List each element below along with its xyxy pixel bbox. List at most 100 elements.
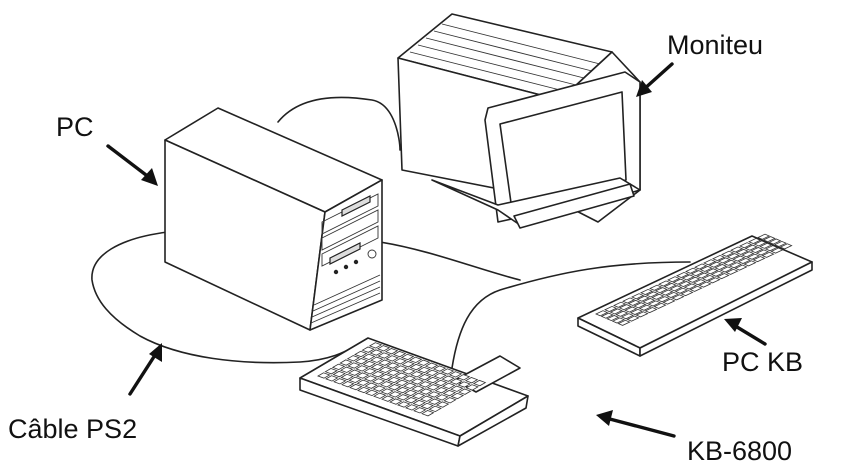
key-cap	[381, 395, 395, 402]
key-cap	[726, 253, 740, 260]
key-cap	[417, 366, 431, 374]
key-cap	[714, 264, 728, 271]
pc-kb-cable	[379, 241, 521, 281]
key-cap	[734, 264, 748, 271]
key-cap	[458, 388, 472, 395]
key-cap	[647, 300, 661, 307]
key-cap	[676, 271, 690, 278]
key-cap	[755, 249, 769, 256]
key-cap	[707, 277, 721, 284]
monitor-cable	[277, 96, 401, 151]
pc-keyboard-label: PC KB	[722, 347, 803, 377]
monitor-label: Moniteu	[667, 30, 763, 60]
key-cap	[377, 352, 391, 359]
key-cap	[698, 281, 712, 288]
key-cap	[450, 392, 465, 400]
key-cap	[421, 410, 435, 417]
key-cap	[434, 379, 448, 387]
key-cap	[435, 394, 449, 401]
key-cap	[362, 353, 376, 361]
key-cap	[341, 381, 355, 388]
key-cap	[631, 293, 645, 300]
arrows	[106, 62, 767, 438]
key-cap	[411, 385, 425, 392]
key-cap	[426, 384, 441, 391]
key-cap	[332, 370, 346, 378]
key-cap	[373, 392, 387, 399]
pc-tower	[164, 107, 383, 331]
key-cap	[395, 386, 410, 394]
key-cap	[708, 261, 722, 268]
key-cap	[678, 281, 692, 288]
key-cap	[732, 255, 746, 262]
key-cap	[440, 368, 455, 375]
key-cap	[701, 274, 715, 281]
key-cap	[620, 313, 634, 320]
key-cap	[716, 273, 730, 280]
key-cap	[642, 298, 656, 305]
key-cap	[361, 346, 375, 353]
key-cap	[402, 368, 416, 375]
key-cap	[757, 233, 771, 240]
key-cap	[712, 254, 726, 261]
kb6800-arrow	[604, 416, 676, 438]
key-cap	[349, 383, 363, 391]
key-cap	[412, 399, 426, 407]
key-cap	[397, 401, 411, 408]
key-cap	[696, 272, 710, 279]
key-cap	[450, 385, 464, 392]
key-cap	[636, 295, 650, 302]
key-cap	[735, 248, 749, 255]
key-cap	[653, 302, 667, 309]
key-cap	[683, 283, 697, 290]
key-cap	[753, 240, 767, 247]
key-cap	[379, 373, 393, 381]
key-cap	[717, 257, 731, 264]
key-cap	[730, 246, 744, 253]
key-cap	[737, 257, 751, 264]
key-cap	[369, 349, 383, 356]
key-cap	[386, 369, 401, 376]
key-cap	[456, 374, 471, 381]
key-cap	[464, 377, 479, 384]
key-cap	[762, 236, 776, 243]
key-cap	[624, 306, 638, 313]
key-cap	[651, 293, 665, 300]
key-cap	[385, 355, 399, 362]
key-cap	[457, 381, 471, 388]
key-cap	[392, 350, 407, 358]
key-cap	[339, 366, 354, 373]
pc-keyboard	[577, 233, 813, 357]
key-cap	[348, 376, 362, 384]
key-cap	[416, 359, 431, 366]
key-cap	[380, 388, 394, 395]
key-cap	[719, 266, 733, 273]
key-cap	[357, 386, 371, 394]
key-cap	[396, 394, 410, 401]
key-cap	[371, 371, 385, 378]
key-cap	[394, 372, 409, 379]
key-cap	[395, 379, 409, 387]
key-cap	[449, 378, 463, 385]
key-cap	[347, 369, 362, 376]
key-cap	[779, 243, 793, 250]
key-cap	[393, 358, 407, 365]
key-cap	[725, 268, 739, 275]
key-cap	[627, 299, 641, 306]
key-cap	[339, 359, 353, 366]
key-cap	[387, 384, 402, 391]
key-cap	[669, 285, 683, 292]
key-cap	[354, 358, 369, 365]
kb6800-keyboard	[299, 337, 529, 447]
key-cap	[703, 259, 717, 266]
key-cap	[728, 262, 742, 269]
key-cap	[613, 301, 627, 308]
key-cap	[660, 289, 674, 296]
key-cap	[622, 297, 636, 304]
key-cap	[427, 398, 442, 405]
key-cap	[376, 345, 391, 352]
key-cap	[370, 363, 385, 371]
key-cap	[723, 259, 737, 266]
key-cap	[331, 363, 346, 371]
key-cap	[649, 284, 663, 291]
